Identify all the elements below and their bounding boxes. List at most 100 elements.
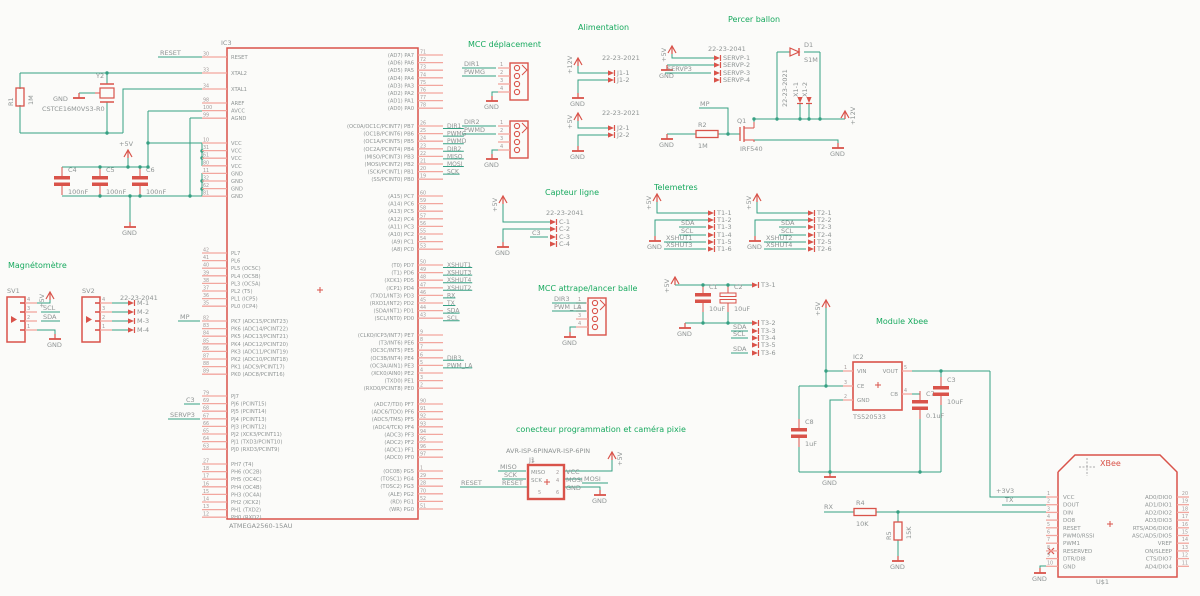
label-pwmd[interactable]: PWMD [464, 126, 485, 134]
label-pwm-la[interactable]: PWM_LA [447, 362, 473, 369]
label-tx[interactable]: TX [1004, 496, 1014, 504]
capacitor[interactable] [791, 428, 807, 432]
connector-pin-icon[interactable] [808, 246, 814, 252]
label-capteur-ligne[interactable]: Capteur ligne [545, 188, 599, 197]
label-m-4[interactable]: M-4 [137, 326, 149, 334]
connector-pin-icon[interactable] [714, 55, 720, 61]
label-magn-tom-tre[interactable]: Magnétomètre [8, 260, 67, 270]
label-scl[interactable]: SCL [447, 315, 459, 322]
label-xshut3[interactable]: XSHUT3 [666, 241, 692, 249]
label-servp3[interactable]: SERVP3 [667, 65, 692, 73]
label-x1-1[interactable]: X1-1 [792, 82, 800, 97]
capacitor[interactable] [92, 176, 108, 180]
label-sda[interactable]: SDA [733, 345, 747, 353]
label-reset[interactable]: RESET [502, 479, 523, 487]
label-mp[interactable]: MP [700, 100, 710, 108]
label-t1-6[interactable]: T1-6 [716, 245, 732, 253]
label-gnd[interactable]: GND [566, 484, 581, 492]
label-sda[interactable]: SDA [681, 219, 695, 227]
capacitor[interactable] [54, 176, 70, 180]
connector-pin-icon[interactable] [752, 350, 758, 356]
connector-4pin[interactable] [513, 64, 521, 72]
label-22-23-2041[interactable]: 22-23-2041 [120, 294, 158, 302]
label-mcc-d-placement[interactable]: MCC déplacement [468, 39, 541, 49]
connector-pin-icon[interactable] [797, 97, 803, 103]
label-telemetres[interactable]: Telemetres [653, 183, 698, 192]
label-3v3[interactable]: +3V3 [996, 487, 1014, 495]
label-t2-4[interactable]: T2-4 [816, 231, 832, 239]
label-22-23-2041[interactable]: 22-23-2041 [708, 45, 746, 53]
label-t2-3[interactable]: T2-3 [816, 223, 832, 231]
label-rx[interactable]: RX [824, 503, 834, 511]
label-dir2[interactable]: DIR2 [464, 118, 480, 126]
diode[interactable] [789, 47, 801, 57]
connector-pin-icon[interactable] [714, 62, 720, 68]
connector-pin-icon[interactable] [550, 219, 556, 225]
capacitor[interactable] [54, 182, 70, 187]
connector-4pin[interactable] [513, 146, 521, 154]
connector-pin-icon[interactable] [808, 224, 814, 230]
label-dir1[interactable]: DIR1 [464, 60, 480, 68]
label-xshut3[interactable]: XSHUT3 [447, 270, 471, 277]
connector-4pin[interactable] [513, 138, 521, 146]
label-dir3[interactable]: DIR3 [447, 355, 462, 362]
label-t3-4[interactable]: T3-4 [760, 334, 776, 342]
capacitor[interactable] [695, 293, 711, 297]
connector-pin-icon[interactable] [128, 327, 134, 333]
label-t3-1[interactable]: T3-1 [760, 281, 776, 289]
label-reset[interactable]: RESET [461, 479, 482, 487]
label-c-3[interactable]: C-3 [559, 233, 570, 241]
label-module-xbee[interactable]: Module Xbee [876, 317, 928, 326]
label-sda[interactable]: SDA [781, 219, 795, 227]
connector-pin-icon[interactable] [708, 224, 714, 230]
label-mosi[interactable]: MOSI [447, 161, 463, 168]
label-c-4[interactable]: C-4 [559, 240, 570, 248]
resistor[interactable] [853, 507, 877, 517]
label-servp-2[interactable]: SERVP-2 [723, 61, 750, 69]
label-scl[interactable]: SCL [43, 304, 56, 312]
connector-pin-icon[interactable] [128, 309, 134, 315]
connector-pin-icon[interactable] [550, 226, 556, 232]
label-sda[interactable]: SDA [733, 323, 747, 331]
capacitor[interactable] [132, 176, 148, 180]
connector-pin-icon[interactable] [808, 239, 814, 245]
connector-pin-icon[interactable] [714, 77, 720, 83]
label-dir1[interactable]: DIR1 [447, 123, 462, 130]
connector-pin-icon[interactable] [708, 239, 714, 245]
connector-pin-icon[interactable] [608, 70, 614, 76]
label-tx[interactable]: TX [446, 300, 455, 307]
label-pwmg[interactable]: PWMG [447, 131, 467, 138]
header-4pin[interactable] [6, 296, 26, 343]
label-reset[interactable]: RESET [160, 49, 181, 57]
connector-4pin[interactable] [513, 88, 521, 96]
label-dir3[interactable]: DIR3 [554, 295, 570, 303]
label-mosi[interactable]: MOSI [566, 476, 583, 484]
connector-pin-icon[interactable] [550, 241, 556, 247]
label-sda[interactable]: SDA [447, 308, 460, 315]
label-pwmg[interactable]: PWMG [464, 68, 485, 76]
label-rx[interactable]: RX [447, 292, 455, 299]
connector-pin-icon[interactable] [708, 246, 714, 252]
isp-connector[interactable] [526, 463, 566, 501]
label-t3-2[interactable]: T3-2 [760, 319, 776, 327]
label-c3[interactable]: C3 [532, 229, 541, 237]
connector-pin-icon[interactable] [128, 300, 134, 306]
label-scl[interactable]: SCL [733, 330, 746, 338]
label-22-23-2041[interactable]: 22-23-2041 [546, 209, 584, 217]
header-4pin[interactable] [81, 296, 101, 343]
label-xshut4[interactable]: XSHUT4 [447, 277, 471, 284]
label-sck[interactable]: SCK [504, 471, 518, 479]
label-22-23-2021[interactable]: 22-23-2021 [602, 54, 640, 62]
label-t3-6[interactable]: T3-6 [760, 349, 776, 357]
label-t1-5[interactable]: T1-5 [716, 238, 732, 246]
connector-pin-icon[interactable] [752, 320, 758, 326]
connector-pin-icon[interactable] [752, 328, 758, 334]
label-j1-1[interactable]: J1-1 [616, 69, 630, 77]
label-miso[interactable]: MISO [447, 153, 463, 160]
label-t1-2[interactable]: T1-2 [716, 216, 732, 224]
label-mosi[interactable]: MOSI [584, 475, 601, 483]
label-j2-1[interactable]: J2-1 [616, 124, 630, 132]
label-t1-3[interactable]: T1-3 [716, 223, 732, 231]
capacitor[interactable] [719, 299, 737, 304]
label-avr-isp-6pinavr-isp-6pin[interactable]: AVR-ISP-6PINAVR-ISP-6PIN [506, 447, 590, 455]
